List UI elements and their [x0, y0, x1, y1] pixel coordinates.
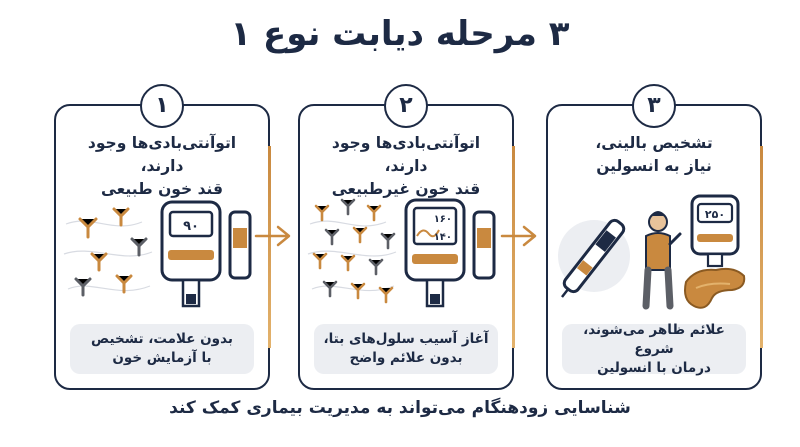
stage-heading: تشخیص بالینی، نیاز به انسولین	[556, 132, 752, 178]
stage-footer-line-2: بدون علائم واضح	[349, 350, 463, 366]
stage-footer: آغاز آسیب سلول‌های بتا، بدون علائم واضح	[314, 324, 498, 374]
stage-heading: اتوآنتی‌بادی‌ها وجود دارند، قند خون غیرط…	[308, 132, 504, 201]
stage-number-badge: ۱	[140, 84, 184, 128]
stage-illustration: ۲۵۰	[558, 194, 746, 310]
stage-footer-line-2: با آزمایش خون	[112, 350, 212, 366]
stage-card-1: ۱ اتوآنتی‌بادی‌ها وجود دارند، قند خون طب…	[54, 84, 271, 390]
stage-heading-line-2: نیاز به انسولین	[596, 157, 712, 175]
bottom-caption: شناسایی زودهنگام می‌تواند به مدیریت بیما…	[169, 398, 631, 418]
stage-heading-line-1: اتوآنتی‌بادی‌ها وجود دارند،	[87, 134, 237, 175]
meter-reading-top: ۱۶۰	[434, 214, 452, 225]
stage-footer-line-1: علائم ظاهر می‌شوند، شروع	[583, 321, 725, 357]
stage-footer-line-1: آغاز آسیب سلول‌های بتا،	[323, 331, 489, 347]
page-title: ۳ مرحله دیابت نوع ۱	[230, 14, 570, 54]
meter-reading: ۲۵۰	[705, 208, 725, 221]
stage-footer-line-2: درمان با انسولین	[597, 359, 711, 376]
arrow-right-icon	[254, 225, 291, 247]
meter-reading-bottom: ۱۴۰	[434, 232, 452, 243]
stage-heading-line-1: اتوآنتی‌بادی‌ها وجود دارند،	[331, 134, 481, 175]
stage-footer: علائم ظاهر می‌شوند، شروع درمان با انسولی…	[562, 321, 746, 376]
stage-card-2: ۲ اتوآنتی‌بادی‌ها وجود دارند، قند خون غی…	[298, 84, 515, 390]
stage-heading-line-1: تشخیص بالینی،	[595, 134, 713, 152]
antibody-icon	[312, 198, 396, 304]
stage-heading-line-2: قند خون طبیعی	[100, 180, 224, 198]
test-strip-icon	[228, 210, 252, 280]
stage-illustration: ۱۶۰ ۱۴۰	[307, 198, 496, 308]
glucose-meter-icon	[690, 194, 740, 268]
stage-heading: اتوآنتی‌بادی‌ها وجود دارند، قند خون طبیع…	[64, 132, 260, 201]
stage-illustration: ۹۰	[63, 200, 252, 308]
stage-footer: بدون علامت، تشخیص با آزمایش خون	[70, 324, 254, 374]
person-icon	[642, 211, 682, 310]
glucose-meter-icon	[160, 200, 222, 308]
arrow-right-icon	[500, 225, 537, 247]
stage-number-badge: ۲	[384, 84, 428, 128]
meter-reading: ۹۰	[183, 219, 199, 234]
test-strip-icon	[472, 210, 496, 280]
stage-number-badge: ۳	[632, 84, 676, 128]
antibody-icon	[74, 207, 148, 297]
stage-footer-line-1: بدون علامت، تشخیص	[91, 331, 233, 347]
pancreas-icon	[684, 267, 746, 309]
stage-heading-line-2: قند خون غیرطبیعی	[331, 180, 481, 198]
stage-card-3: ۳ تشخیص بالینی، نیاز به انسولین	[546, 84, 763, 390]
insulin-pen-icon	[561, 218, 626, 298]
glucose-meter-icon	[404, 198, 466, 308]
